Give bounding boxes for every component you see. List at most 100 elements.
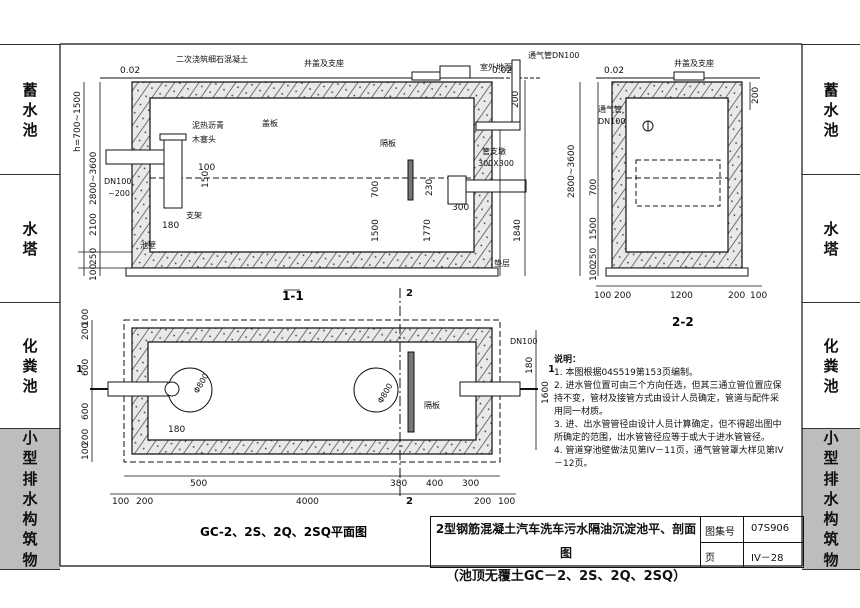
callout-bracket: 支架 <box>186 210 202 220</box>
note-item: 3. 进、出水管管径由设计人员计算确定，但不得超出图中所确定的范围，出水管管径应… <box>554 420 782 444</box>
callout-vent: 通气管DN100 <box>528 50 579 60</box>
sidebar-label: 化粪池 <box>823 336 839 396</box>
callout-partition: 隔板 <box>380 138 396 148</box>
callout-200: ~200 <box>108 189 130 198</box>
elev-label-11-right: 0.02 <box>492 66 512 76</box>
dim-1770: 1770 <box>423 219 433 242</box>
plan-dim-c2: 4000 <box>296 497 319 507</box>
dim-300: 300 <box>452 203 469 213</box>
callout-manhole: 井盖及支座 <box>304 58 344 68</box>
sidebar-label: 化粪池 <box>22 336 38 396</box>
title-block: 2型钢筋混凝土汽车洗车污水隔油沉淀池平、剖面图 （池顶无覆土GC－2、2S、2Q… <box>430 516 804 584</box>
callout-support-size: 300X300 <box>478 159 514 168</box>
notes: 说明： 1. 本图根据04S519第153页编制。 2. 进水管位置可由三个方向… <box>554 354 784 471</box>
plan-dim-b3: 300 <box>462 479 479 489</box>
plan-dim-c3: 200 <box>474 497 491 507</box>
note-item: 1. 本图根据04S519第153页编制。 <box>554 368 698 379</box>
plan-dim-l1: 100 <box>81 309 91 326</box>
dim-180: 180 <box>162 221 179 231</box>
plan-dim-b0: 500 <box>190 479 207 489</box>
callout-ground: 室外地面 <box>480 62 512 72</box>
dim-150: 150 <box>201 171 211 188</box>
dim-250: 250 <box>89 248 99 265</box>
title-line-2: （池顶无覆土GC－2、2S、2Q、2SQ） <box>445 569 687 584</box>
dim-22-200: 200 <box>751 87 761 104</box>
dim-22-b2: 200 <box>614 291 631 301</box>
title-line-1: 2型钢筋混凝土汽车洗车污水隔油沉淀池平、剖面图 <box>435 522 697 560</box>
plan-dim-r1: 180 <box>525 357 535 374</box>
sidebar-label: 水塔 <box>22 219 38 258</box>
sidebar-label: 蓄水池 <box>22 80 38 140</box>
dim-230: 230 <box>425 179 435 196</box>
callout-pipe-support: 管支墩 <box>482 146 506 156</box>
page-label: 页 <box>705 553 715 564</box>
section-label-2-2: 2-2 <box>672 315 694 329</box>
sidebar-label: 小型排水构筑物 <box>823 429 839 569</box>
plan-dim-c0: 100 <box>112 497 129 507</box>
callout-dn100: DN100 <box>104 177 131 186</box>
sidebar-label: 蓄水池 <box>823 80 839 140</box>
dim-2100: 2100 <box>89 213 99 236</box>
callout-22-dn: DN100 <box>598 117 625 126</box>
dim-22-b1: 100 <box>594 291 611 301</box>
plan-dim-180: 180 <box>168 425 185 435</box>
elev-label-11-left: 0.02 <box>120 66 140 76</box>
dim-22-250: 250 <box>589 248 599 265</box>
dim-22-b4: 200 <box>728 291 745 301</box>
dim-22-700: 700 <box>589 179 599 196</box>
plan-marker-1a: 1 <box>76 364 83 375</box>
dim-200: 200 <box>511 91 521 108</box>
plan-marker-2a: 2 <box>406 288 413 299</box>
plan-callout-dn: DN100 <box>510 337 537 346</box>
title-main: 2型钢筋混凝土汽车洗车污水隔油沉淀池平、剖面图 （池顶无覆土GC－2、2S、2Q… <box>430 516 701 584</box>
plan-marker-2b: 2 <box>406 496 413 507</box>
plan-dim-b1: 380 <box>390 479 407 489</box>
dim-1500: 1500 <box>371 219 381 242</box>
sidebar-left-reservoir[interactable]: 蓄水池 <box>0 44 60 175</box>
section-2-2 <box>596 71 760 277</box>
plan-dim-l4: 200 <box>81 429 91 446</box>
dim-total: 2800~3600 <box>89 151 99 205</box>
section-label-1-1: 1-1 <box>282 289 304 303</box>
plan-callout-partition: 隔板 <box>424 400 440 410</box>
dim-100: 100 <box>89 264 99 281</box>
sidebar-right-small-drainage[interactable]: 小型排水构筑物 <box>802 428 860 570</box>
sidebar-label: 水塔 <box>823 219 839 258</box>
plan-marker-1b: 1 <box>548 364 555 375</box>
plan-dim-l2: 600 <box>81 359 91 376</box>
atlas-label: 图集号 <box>705 527 735 538</box>
sidebar-left-septic-tank[interactable]: 化粪池 <box>0 302 60 429</box>
note-item: 4. 管道穿池壁做法见第IV－11页，通气管管罩大样见第IV－12页。 <box>554 446 784 470</box>
callout-22-manhole: 井盖及支座 <box>674 58 714 68</box>
atlas-number: 07S906 <box>751 523 790 534</box>
sidebar-right-septic-tank[interactable]: 化粪池 <box>802 302 860 429</box>
page-number: IV－28 <box>751 553 784 564</box>
plan-dim-l5: 100 <box>81 443 91 460</box>
callout-wall: 池壁 <box>140 240 156 250</box>
notes-heading: 说明： <box>554 355 582 365</box>
plan-dim-c1: 200 <box>136 497 153 507</box>
sidebar-right-reservoir[interactable]: 蓄水池 <box>802 44 860 175</box>
callout-fine-concrete: 二次浇筑细石混凝土 <box>176 54 248 64</box>
sidebar-right-water-tower[interactable]: 水塔 <box>802 174 860 303</box>
sidebar-label: 小型排水构筑物 <box>22 429 38 569</box>
plan-dim-r0: 1600 <box>541 381 551 404</box>
dim-h: h=700~1500 <box>73 91 83 152</box>
dim-100b: 100 <box>198 163 215 173</box>
callout-cushion: 垫层 <box>494 258 510 268</box>
dim-22-100: 100 <box>589 264 599 281</box>
plan-title: GC-2、2S、2Q、2SQ平面图 <box>200 525 367 539</box>
note-item: 2. 进水管位置可由三个方向任选，但其三通立管位置应保持不变，管材及接管方式由设… <box>554 381 782 418</box>
plan-dim-l0: 200 <box>81 323 91 340</box>
sidebar-left-small-drainage[interactable]: 小型排水构筑物 <box>0 428 60 570</box>
callout-asphalt: 泥热沥青 <box>192 120 224 130</box>
callout-cover: 盖板 <box>262 118 278 128</box>
plan-dim-l3: 600 <box>81 403 91 420</box>
callout-plug: 木塞头 <box>192 134 216 144</box>
dim-22-b3: 1200 <box>670 291 693 301</box>
plan-view <box>90 288 538 498</box>
sidebar-left-water-tower[interactable]: 水塔 <box>0 174 60 303</box>
plan-dim-c4: 100 <box>498 497 515 507</box>
